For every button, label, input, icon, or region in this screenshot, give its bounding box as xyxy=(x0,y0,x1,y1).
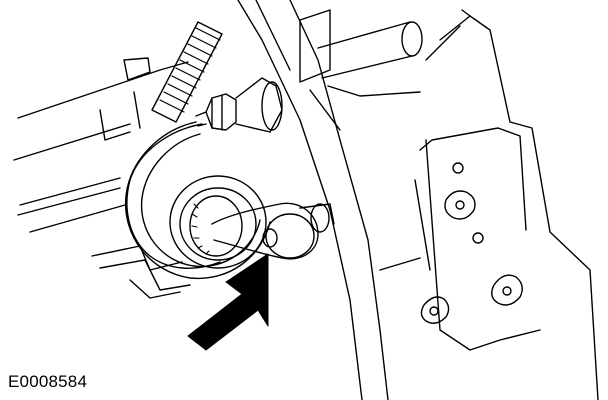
background-frame xyxy=(13,57,191,299)
retaining-clip xyxy=(124,121,271,280)
control-cable xyxy=(126,123,221,269)
indicator-arrow-icon xyxy=(187,253,269,351)
ball-joint-link xyxy=(211,202,335,260)
corrugated-hose xyxy=(151,21,223,123)
bracket-plate xyxy=(379,9,599,400)
upper-shaft xyxy=(317,21,423,97)
figure-reference-code: E0008584 xyxy=(8,372,88,391)
threaded-fitting xyxy=(195,77,283,133)
vertical-panel xyxy=(237,0,389,400)
